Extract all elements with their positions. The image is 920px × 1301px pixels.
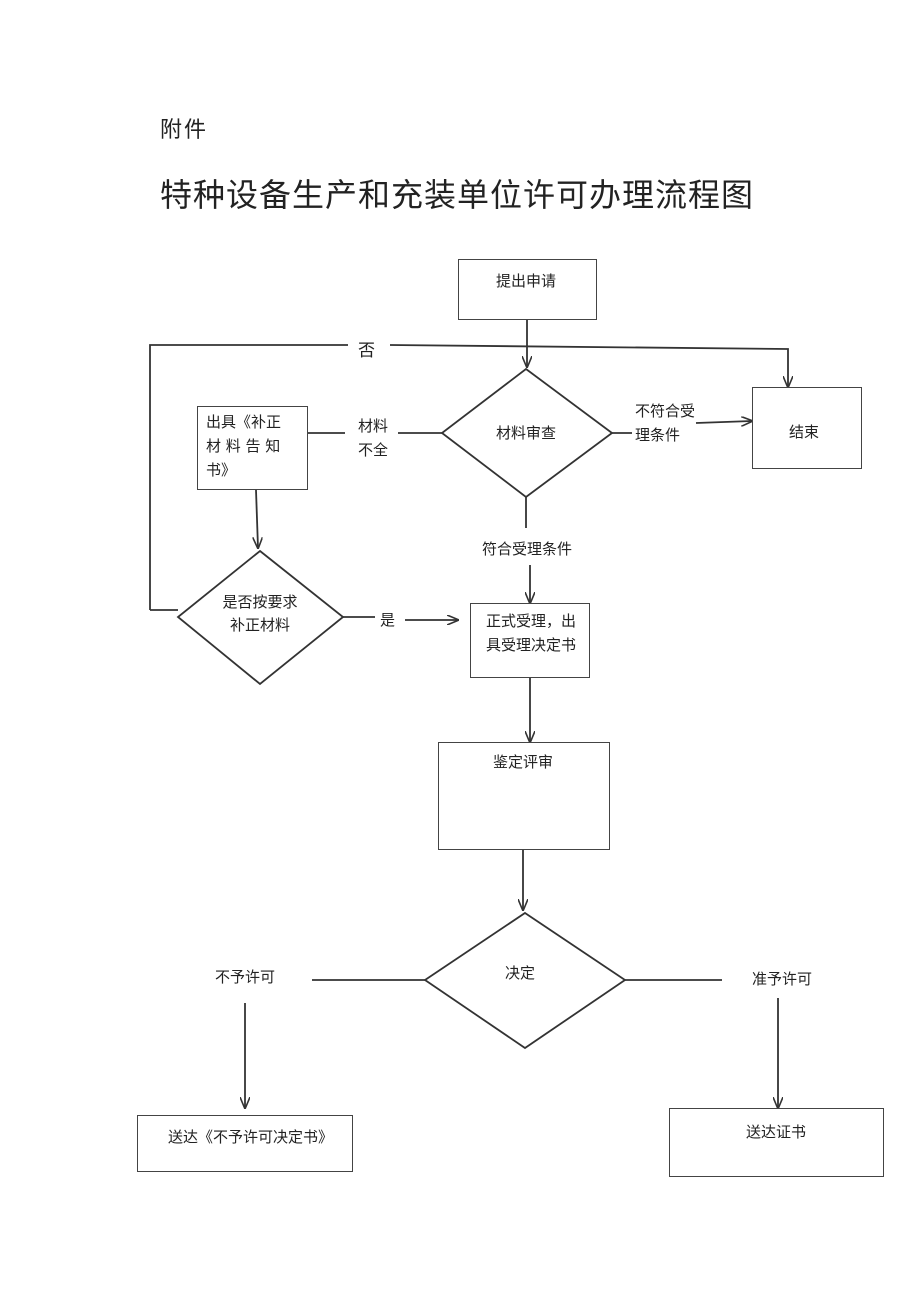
- evaluate-box: 鉴定评审: [438, 742, 610, 850]
- attachment-label: 附件: [160, 118, 209, 143]
- label-not-meet-2: 理条件: [635, 426, 681, 444]
- edge-no-loop-left: [149, 344, 348, 610]
- label-deny: 不予许可: [215, 968, 276, 986]
- supplement-text-2: 补正材料: [229, 616, 290, 634]
- label-incomplete-1: 材料: [358, 417, 389, 435]
- edge-notice-supplement: [256, 489, 258, 548]
- page-title: 特种设备生产和充装单位许可办理流程图: [160, 176, 755, 214]
- evaluate-text: 鉴定评审: [493, 753, 554, 771]
- supplement-text-1: 是否按要求: [222, 593, 298, 611]
- label-yes: 是: [380, 611, 396, 629]
- notice-box: 出具《补正 材 料 告 知 书》: [197, 406, 308, 490]
- accept-text-2: 具受理决定书: [485, 636, 576, 654]
- notice-text-1: 出具《补正: [206, 413, 282, 431]
- deny-doc-text: 送达《不予许可决定书》: [168, 1128, 334, 1146]
- certificate-box: 送达证书: [669, 1108, 884, 1177]
- label-no: 否: [358, 341, 375, 361]
- accept-box: 正式受理，出 具受理决定书: [470, 603, 590, 678]
- review-text: 材料审查: [495, 424, 556, 442]
- label-incomplete-2: 不全: [358, 441, 389, 459]
- decide-text: 决定: [504, 964, 535, 982]
- notice-text-2: 材 料 告 知: [206, 437, 281, 455]
- certificate-text: 送达证书: [746, 1123, 807, 1141]
- supplement-diamond: [176, 549, 345, 686]
- apply-box: 提出申请: [458, 259, 597, 320]
- edge-no-loop-right: [389, 344, 788, 387]
- apply-text: 提出申请: [496, 272, 557, 290]
- label-meet: 符合受理条件: [482, 540, 573, 558]
- notice-text-3: 书》: [206, 461, 237, 479]
- label-not-meet-1: 不符合受: [635, 402, 696, 420]
- deny-doc-box: 送达《不予许可决定书》: [137, 1115, 353, 1172]
- accept-text-1: 正式受理，出: [485, 612, 576, 630]
- end-text: 结束: [789, 423, 820, 441]
- end-box: 结束: [752, 387, 862, 469]
- decide-diamond: [423, 911, 627, 1050]
- edge-review-end-b: [695, 421, 752, 423]
- label-grant: 准予许可: [752, 970, 813, 988]
